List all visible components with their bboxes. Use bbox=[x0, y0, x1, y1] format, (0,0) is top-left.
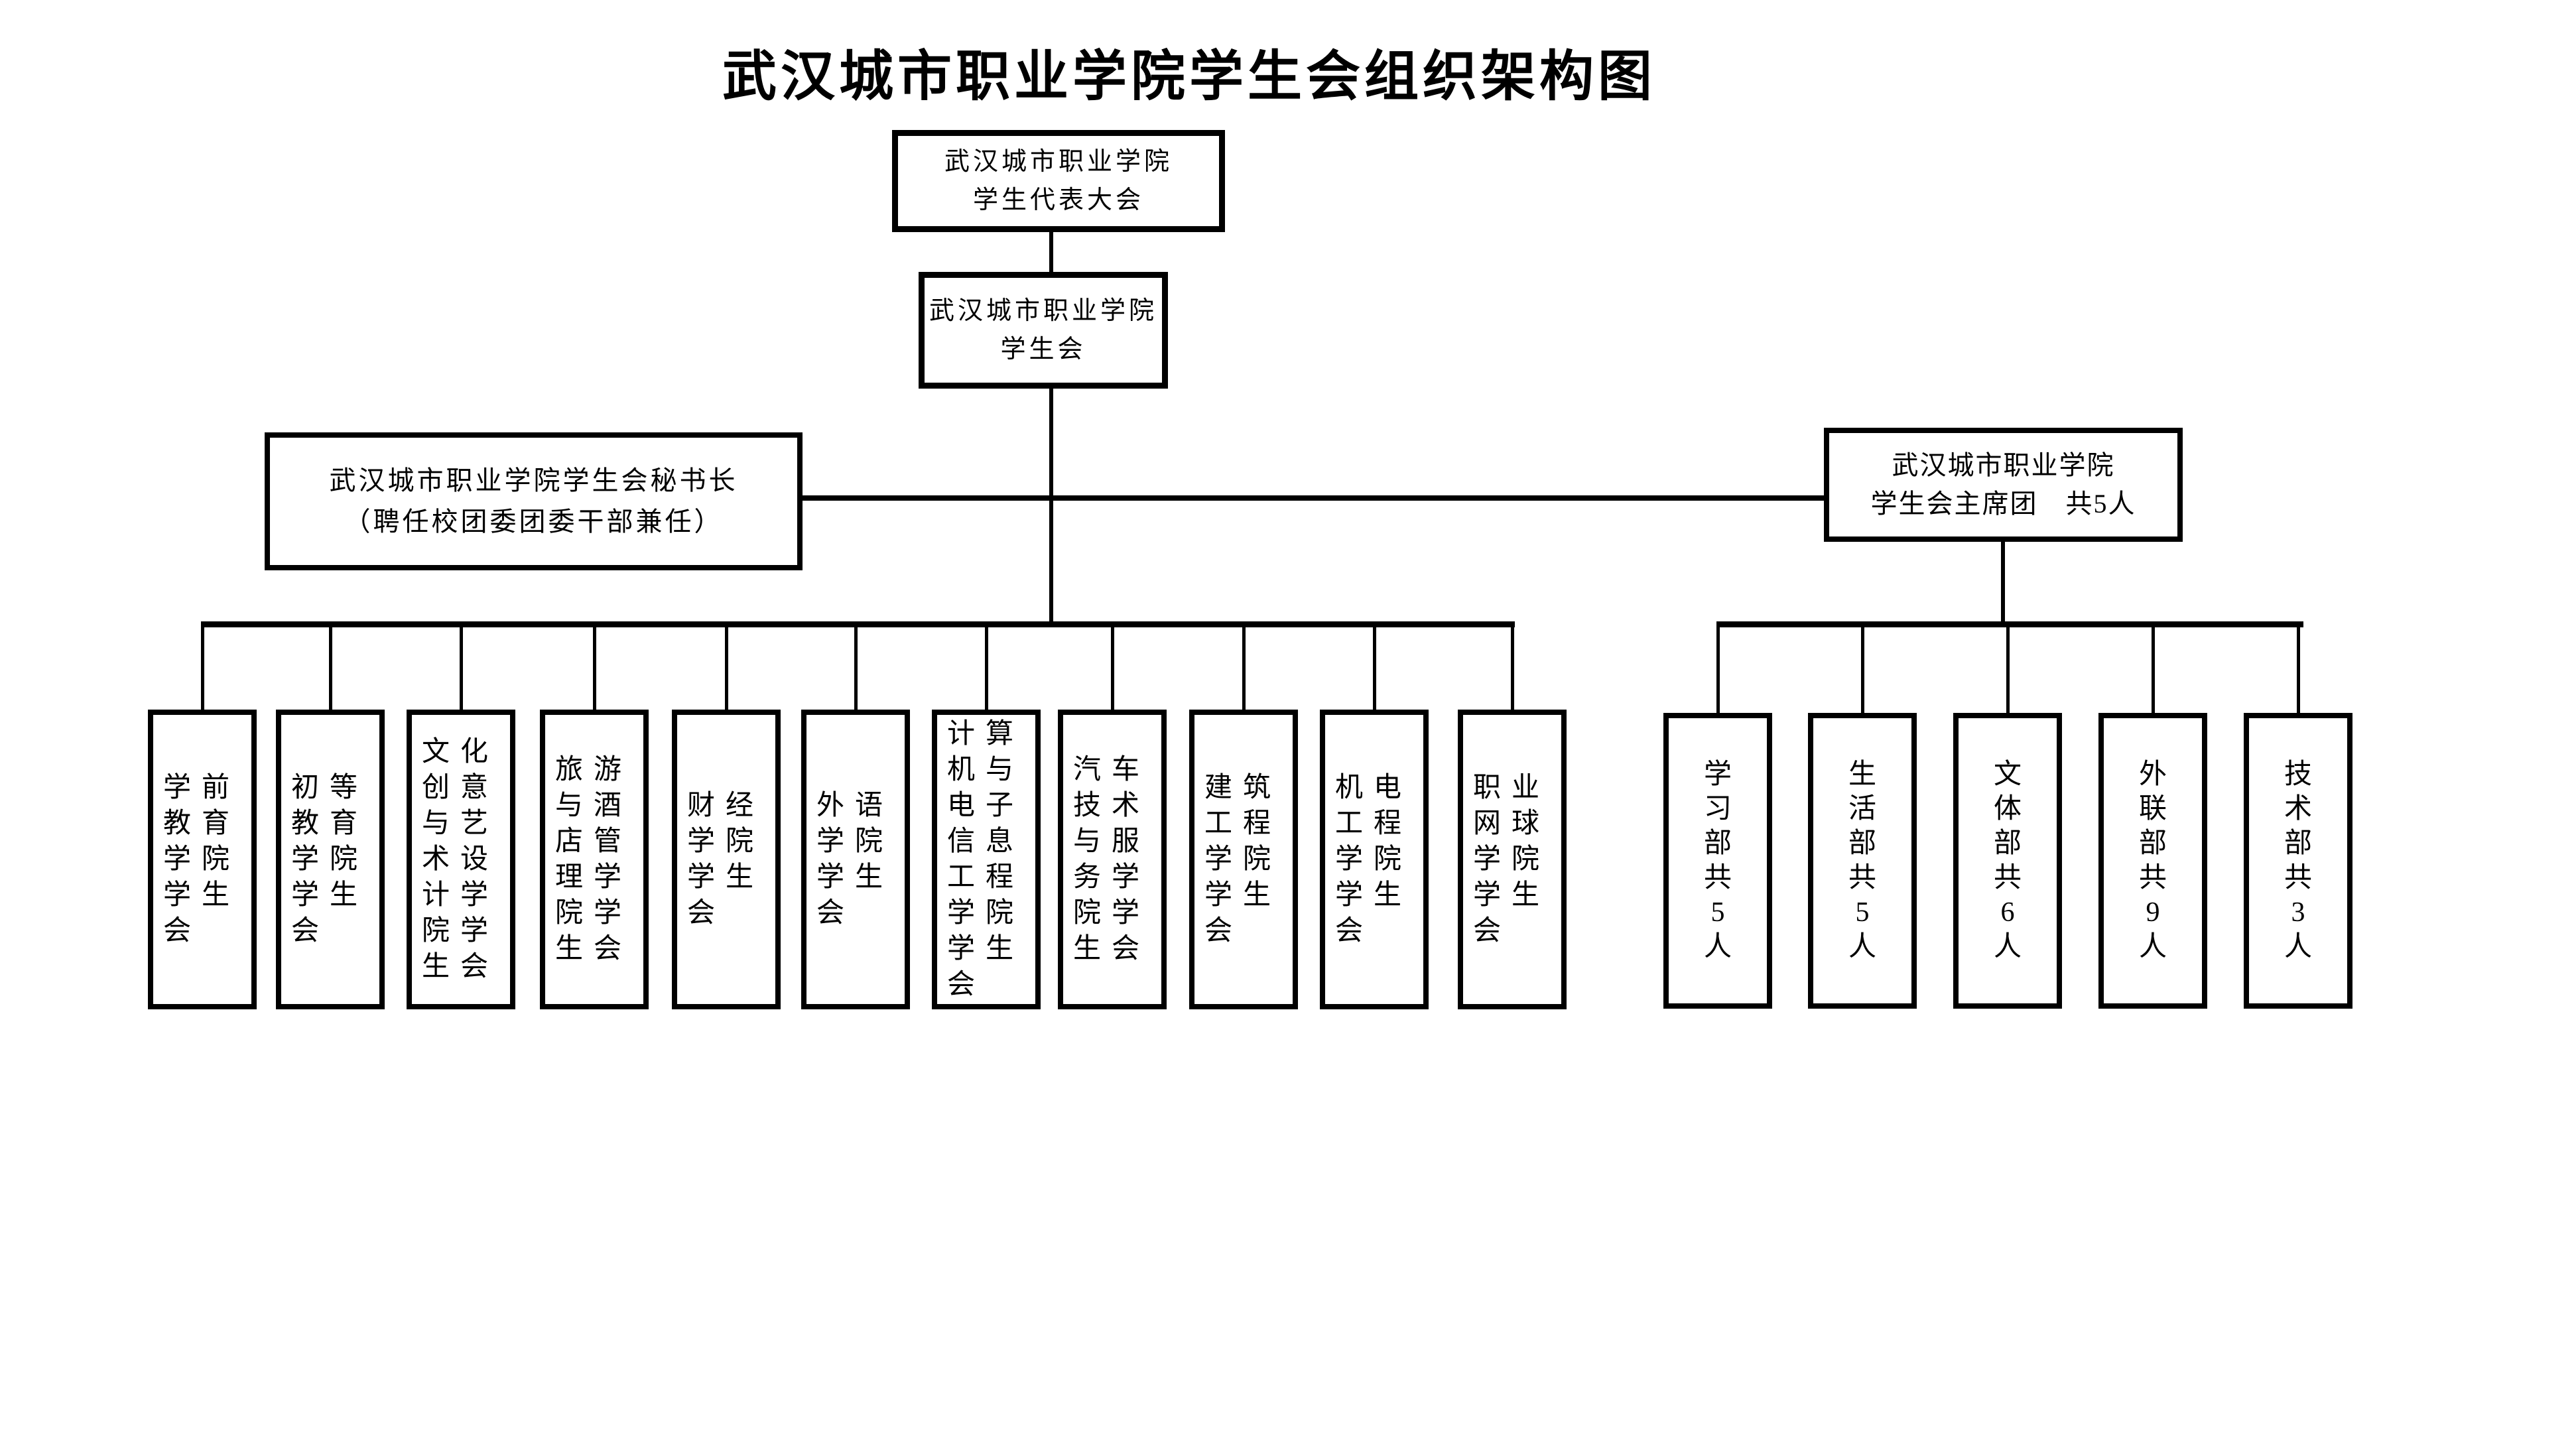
right-branch-drop-1 bbox=[1716, 627, 1720, 714]
college-union-box-5: 财经学院学生会 bbox=[672, 710, 781, 1009]
union-box: 武汉城市职业学院 学生会 bbox=[919, 272, 1168, 389]
department-label-5: 技术部共3人 bbox=[2284, 759, 2312, 962]
left-branch-drop-11 bbox=[1511, 627, 1514, 711]
college-union-box-3: 文化创意与艺术设计学院学生会 bbox=[407, 710, 515, 1009]
presidium-box: 武汉城市职业学院 学生会主席团 共5人 bbox=[1824, 428, 2183, 542]
college-union-label-11: 职业网球学院学生会 bbox=[1473, 773, 1551, 946]
left-branch-drop-3 bbox=[460, 627, 463, 711]
department-label-4: 外联部共9人 bbox=[2138, 759, 2167, 962]
department-box-3: 文体部共6人 bbox=[1953, 713, 2062, 1009]
college-union-label-3: 文化创意与艺术设计学院学生会 bbox=[422, 737, 499, 982]
college-union-label-7: 计算机与电子信息工程学院学生会 bbox=[947, 719, 1025, 1000]
right-branch-hline bbox=[1716, 621, 2303, 627]
left-branch-drop-6 bbox=[854, 627, 858, 711]
college-union-box-4: 旅游与酒店管理学院学生会 bbox=[540, 710, 649, 1009]
secretary-line-2: （聘任校团委团委干部兼任） bbox=[344, 507, 724, 536]
presidium-line-2: 学生会主席团 共5人 bbox=[1870, 489, 2136, 519]
connector-trunk bbox=[1049, 389, 1053, 625]
union-line-1: 武汉城市职业学院 bbox=[929, 297, 1157, 325]
department-label-2: 生活部共5人 bbox=[1848, 759, 1876, 962]
college-union-label-9: 建筑工程学院学生会 bbox=[1204, 773, 1282, 946]
college-union-label-4: 旅游与酒店管理学院学生会 bbox=[555, 755, 633, 964]
presidium-line-1: 武汉城市职业学院 bbox=[1892, 450, 2115, 480]
congress-line-2: 学生代表大会 bbox=[972, 186, 1144, 214]
right-branch-drop-2 bbox=[1861, 627, 1864, 714]
right-branch-drop-4 bbox=[2152, 627, 2155, 714]
college-union-box-9: 建筑工程学院学生会 bbox=[1189, 710, 1298, 1009]
department-box-5: 技术部共3人 bbox=[2244, 713, 2352, 1009]
college-union-box-11: 职业网球学院学生会 bbox=[1458, 710, 1567, 1009]
right-branch-drop-3 bbox=[2006, 627, 2010, 714]
college-union-label-1: 学前教育学院学生会 bbox=[163, 773, 241, 946]
left-branch-drop-10 bbox=[1373, 627, 1376, 711]
connector-congress-union bbox=[1049, 232, 1053, 273]
secretary-box: 武汉城市职业学院学生会秘书长 （聘任校团委团委干部兼任） bbox=[265, 432, 803, 570]
union-line-2: 学生会 bbox=[1000, 336, 1086, 363]
department-label-3: 文体部共6人 bbox=[1993, 759, 2022, 962]
college-union-label-5: 财经学院学生会 bbox=[687, 790, 765, 928]
department-box-1: 学习部共5人 bbox=[1663, 713, 1772, 1009]
left-branch-drop-7 bbox=[985, 627, 988, 711]
college-union-label-8: 汽车技术与服务学院学生会 bbox=[1073, 755, 1151, 964]
left-branch-drop-1 bbox=[201, 627, 204, 711]
right-branch-drop-5 bbox=[2297, 627, 2300, 714]
college-union-box-8: 汽车技术与服务学院学生会 bbox=[1058, 710, 1167, 1009]
secretary-line-1: 武汉城市职业学院学生会秘书长 bbox=[329, 466, 738, 495]
college-union-label-6: 外语学院学生会 bbox=[816, 790, 894, 928]
congress-box: 武汉城市职业学院 学生代表大会 bbox=[892, 130, 1225, 232]
college-union-box-10: 机电工程学院学生会 bbox=[1320, 710, 1429, 1009]
chart-title: 武汉城市职业学院学生会组织架构图 bbox=[722, 46, 1656, 107]
left-branch-drop-4 bbox=[593, 627, 596, 711]
college-union-box-7: 计算机与电子信息工程学院学生会 bbox=[932, 710, 1041, 1009]
presidium-drop bbox=[2001, 542, 2005, 625]
college-union-box-6: 外语学院学生会 bbox=[801, 710, 910, 1009]
left-branch-drop-9 bbox=[1242, 627, 1246, 711]
left-branch-drop-5 bbox=[725, 627, 728, 711]
left-branch-drop-8 bbox=[1111, 627, 1114, 711]
department-box-4: 外联部共9人 bbox=[2098, 713, 2207, 1009]
connector-secretary-presidium bbox=[803, 495, 1824, 501]
left-branch-hline bbox=[201, 621, 1515, 627]
college-union-box-1: 学前教育学院学生会 bbox=[148, 710, 257, 1009]
college-union-label-10: 机电工程学院学生会 bbox=[1335, 773, 1413, 946]
college-union-label-2: 初等教育学院学生会 bbox=[291, 773, 369, 946]
left-branch-drop-2 bbox=[329, 627, 332, 711]
department-label-1: 学习部共5人 bbox=[1703, 759, 1732, 962]
congress-line-1: 武汉城市职业学院 bbox=[944, 148, 1173, 176]
department-box-2: 生活部共5人 bbox=[1808, 713, 1917, 1009]
college-union-box-2: 初等教育学院学生会 bbox=[276, 710, 385, 1009]
